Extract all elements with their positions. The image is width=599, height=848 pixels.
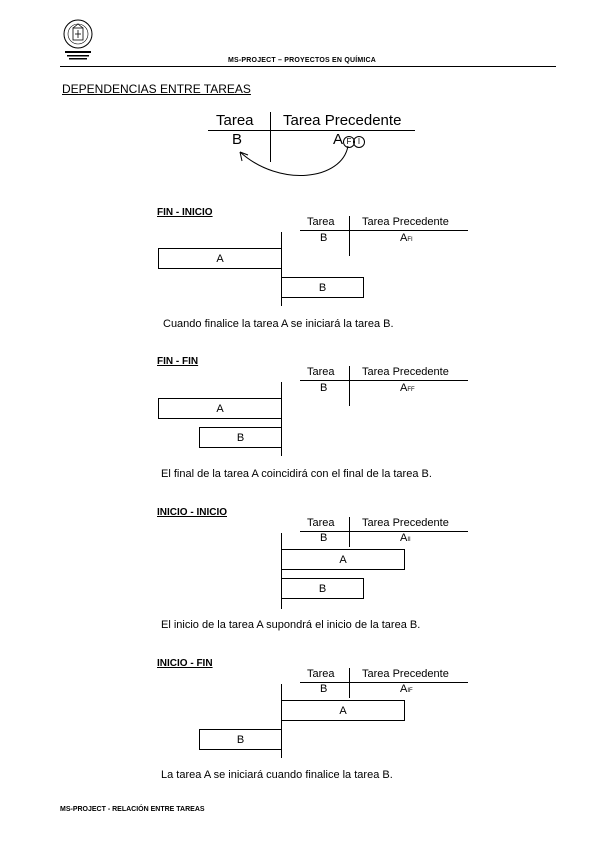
inicio-fin-caption: La tarea A se iniciará cuando finalice l… <box>161 769 393 781</box>
dependency-arrow-icon <box>239 145 349 176</box>
circle-i-label: I <box>357 137 361 146</box>
fin-inicio-table-vline <box>349 216 350 256</box>
circle-i-icon: I <box>353 136 365 148</box>
inicio-inicio-col-task: Tarea <box>307 517 335 529</box>
header-rule <box>60 66 556 67</box>
circle-f-label: F <box>346 137 352 146</box>
inicio-inicio-bar-b: B <box>281 578 364 599</box>
fin-inicio-pred: AFI <box>400 232 413 244</box>
fin-fin-pred-sub: FF <box>407 387 415 393</box>
inicio-inicio-title: INICIO - INICIO <box>157 507 227 518</box>
inicio-inicio-pred-letter: A <box>400 532 408 544</box>
fin-fin-bar-a: A <box>158 398 282 419</box>
inicio-fin-pred: AIF <box>400 683 413 695</box>
fin-inicio-col-task: Tarea <box>307 216 335 228</box>
fin-inicio-table-hline <box>300 230 468 231</box>
fin-inicio-title: FIN - INICIO <box>157 207 213 218</box>
fin-fin-col-task: Tarea <box>307 366 335 378</box>
fin-fin-col-pred: Tarea Precedente <box>362 366 449 378</box>
inicio-inicio-table-hline <box>300 531 468 532</box>
footer-text: MS-PROJECT - RELACIÓN ENTRE TAREAS <box>60 806 205 813</box>
fin-fin-pred-letter: A <box>400 382 408 394</box>
fin-fin-title: FIN - FIN <box>157 356 199 367</box>
inicio-fin-pred-sub: IF <box>407 688 413 694</box>
inicio-fin-col-pred: Tarea Precedente <box>362 668 449 680</box>
intro-col-pred: Tarea Precedente <box>283 112 402 129</box>
inicio-fin-table-hline <box>300 682 468 683</box>
inicio-inicio-task: B <box>320 532 328 544</box>
intro-pred: A <box>333 131 344 148</box>
fin-fin-task: B <box>320 382 328 394</box>
fin-inicio-axis <box>281 232 282 306</box>
inicio-inicio-col-pred: Tarea Precedente <box>362 517 449 529</box>
fin-fin-bar-b: B <box>199 427 282 448</box>
fin-inicio-caption: Cuando finalice la tarea A se iniciará l… <box>163 318 394 330</box>
fin-fin-pred: AFF <box>400 382 415 394</box>
fin-inicio-col-pred: Tarea Precedente <box>362 216 449 228</box>
inicio-fin-axis <box>281 684 282 758</box>
fin-fin-caption: El final de la tarea A coincidirá con el… <box>161 468 432 480</box>
inicio-fin-table-vline <box>349 668 350 698</box>
inicio-fin-pred-letter: A <box>400 683 408 695</box>
inicio-fin-task: B <box>320 683 328 695</box>
inicio-fin-title: INICIO - FIN <box>157 658 213 669</box>
fin-inicio-bar-b: B <box>281 277 364 298</box>
fin-fin-table-vline <box>349 366 350 406</box>
fin-fin-axis <box>281 382 282 456</box>
section-title: DEPENDENCIAS ENTRE TAREAS <box>62 82 251 96</box>
inicio-inicio-pred: AII <box>400 532 411 544</box>
inicio-inicio-pred-sub: II <box>407 537 411 543</box>
fin-inicio-pred-letter: A <box>400 232 408 244</box>
fin-inicio-bar-a: A <box>158 248 282 269</box>
intro-col-task: Tarea <box>216 112 254 129</box>
intro-table-vline <box>270 112 271 162</box>
fin-fin-table-hline <box>300 380 468 381</box>
inicio-inicio-table-vline <box>349 517 350 547</box>
fin-inicio-pred-sub: FI <box>407 237 413 243</box>
inicio-fin-col-task: Tarea <box>307 668 335 680</box>
intro-task: B <box>232 131 243 148</box>
inicio-fin-bar-a: A <box>281 700 405 721</box>
inicio-inicio-caption: El inicio de la tarea A supondrá el inic… <box>161 619 421 631</box>
intro-table-hline <box>208 130 415 131</box>
inicio-inicio-axis <box>281 533 282 609</box>
inicio-inicio-bar-a: A <box>281 549 405 570</box>
inicio-fin-bar-b: B <box>199 729 282 750</box>
university-logo <box>60 18 96 62</box>
header-title: MS-PROJECT – PROYECTOS EN QUÍMICA <box>228 57 377 64</box>
fin-inicio-task: B <box>320 232 328 244</box>
